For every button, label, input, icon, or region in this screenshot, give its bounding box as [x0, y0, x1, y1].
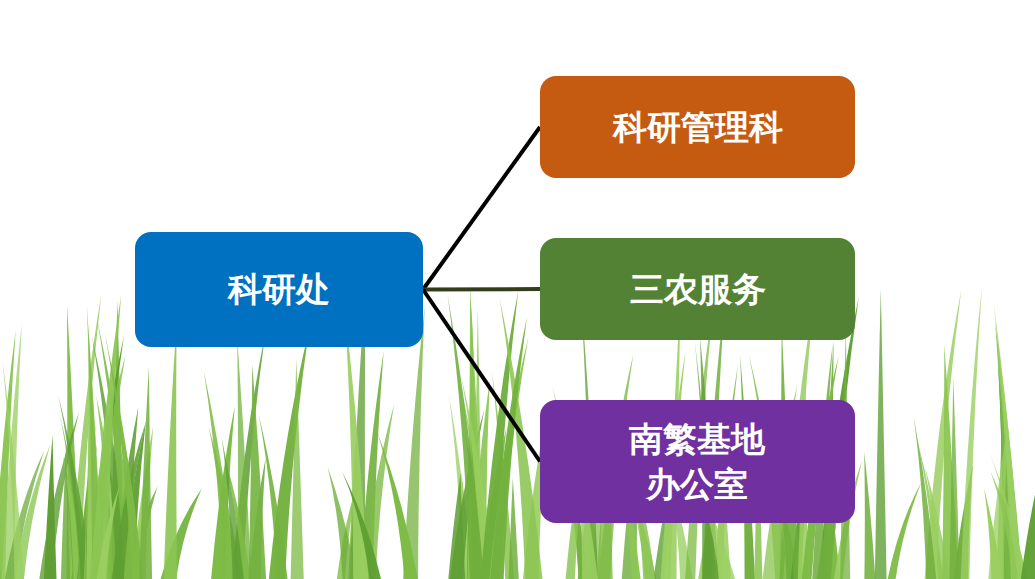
box-label: 三农服务 — [630, 267, 766, 311]
grass-blade — [0, 284, 1, 579]
section-box: 科研管理科 — [540, 76, 855, 178]
box-label: 科研处 — [228, 267, 330, 311]
grass-blade — [3, 361, 25, 579]
grass-blade — [875, 289, 887, 579]
grass-blade — [61, 442, 70, 579]
grass-blade — [490, 317, 527, 579]
connector-line — [423, 290, 540, 462]
grass-blade — [268, 328, 309, 579]
grass-blade — [222, 437, 245, 579]
box-label: 科研管理科 — [613, 105, 783, 149]
grass-blade — [989, 452, 1027, 579]
grass-blade — [291, 359, 304, 579]
section-box: 南繁基地 办公室 — [540, 400, 855, 523]
connector-stroke — [423, 127, 540, 290]
box-label: 南繁基地 办公室 — [619, 417, 775, 505]
section-box: 三农服务 — [540, 238, 855, 340]
connector-stroke — [423, 287, 540, 292]
grass-blade — [887, 483, 922, 579]
connector-line — [423, 289, 540, 291]
grass-blade — [448, 473, 466, 579]
grass-blade — [508, 478, 519, 579]
grass-blade — [90, 296, 121, 579]
grass-blade — [139, 367, 152, 579]
grass-blade — [163, 322, 177, 579]
grass-blade — [342, 471, 382, 579]
grass-blade — [96, 486, 120, 579]
grass-blade — [864, 452, 876, 579]
connector-stroke — [423, 290, 540, 462]
grass-blade — [249, 365, 267, 579]
department-box: 科研处 — [135, 232, 423, 347]
grass-blade — [960, 288, 981, 579]
connector-line — [423, 127, 540, 290]
grass-blade — [104, 331, 143, 579]
grass-blade — [1020, 412, 1035, 579]
grass-blade — [914, 417, 937, 579]
